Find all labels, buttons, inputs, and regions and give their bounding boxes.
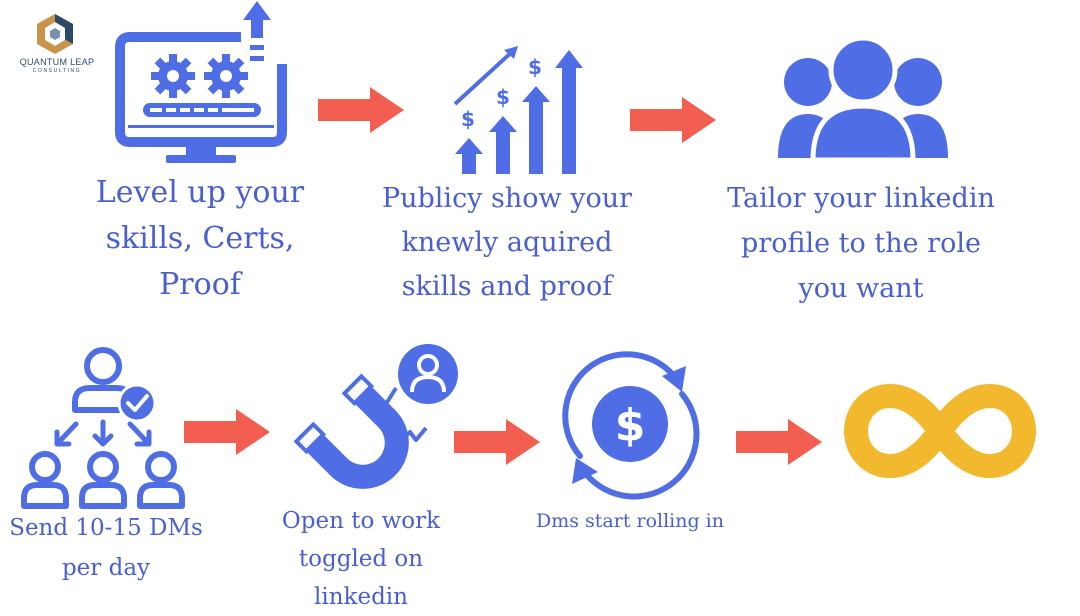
logo-subtitle: CONSULTING (32, 68, 82, 74)
step-label-open-to-work: Open to work toggled on linkedin (266, 502, 456, 616)
arrow-right-icon (630, 97, 716, 143)
monitor-gears-icon (115, 1, 287, 163)
svg-text:$: $ (496, 85, 510, 109)
svg-text:$: $ (615, 400, 646, 451)
step-label-tailor-profile: Tailor your linkedin profile to the role… (716, 176, 1006, 311)
label-line: per day (61, 555, 151, 581)
label-line: skills and proof (401, 271, 613, 302)
hexagon-logo-icon (37, 14, 73, 54)
label-line: toggled on (298, 546, 424, 572)
arrow-right-icon (184, 409, 270, 455)
label-line: Level up your (95, 175, 305, 210)
label-line: profile to the role (741, 228, 981, 259)
network-distribution-icon (21, 347, 185, 509)
step-label-level-up: Level up your skills, Certs, Proof (80, 170, 320, 308)
company-logo (33, 12, 77, 56)
label-line: Publicy show your (381, 183, 633, 214)
label-line: knewly aquired (401, 227, 613, 258)
step-label-dms-rolling: Dms start rolling in (520, 506, 740, 536)
arrow-right-icon (736, 419, 822, 465)
label-line: linkedin (314, 584, 408, 610)
svg-text:$: $ (528, 55, 542, 79)
growth-arrows-dollar-icon: $ $ $ (453, 46, 583, 174)
infinity-icon (844, 384, 1036, 478)
step-label-publicly-show: Publicy show your knewly aquired skills … (372, 177, 642, 309)
label-line: skills, Certs, (105, 221, 295, 256)
logo-name: QUANTUM LEAP (19, 57, 95, 67)
label-line: Open to work (281, 508, 441, 534)
magnet-person-icon (293, 344, 458, 489)
label-line: Dms start rolling in (535, 510, 724, 532)
arrow-right-icon (454, 419, 540, 465)
label-line: Send 10-15 DMs (9, 515, 203, 541)
step-label-send-dms: Send 10-15 DMs per day (6, 508, 206, 588)
arrow-right-icon (318, 87, 404, 133)
label-line: Proof (159, 267, 241, 302)
svg-text:$: $ (461, 107, 475, 131)
logo-text: QUANTUM LEAP CONSULTING (18, 57, 96, 74)
label-line: you want (798, 273, 924, 304)
dollar-cycle-icon: $ (562, 351, 700, 500)
user-group-icon (778, 35, 948, 163)
label-line: Tailor your linkedin (727, 183, 995, 214)
